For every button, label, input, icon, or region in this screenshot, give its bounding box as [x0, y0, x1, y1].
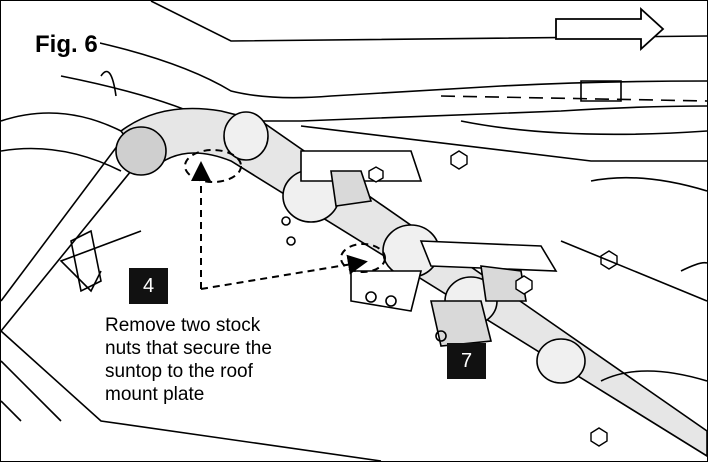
- callout-4: 4: [129, 268, 168, 304]
- fasteners: [368, 150, 618, 447]
- mount-brackets: [281, 150, 558, 347]
- figure-label: Fig. 6: [33, 31, 100, 59]
- diagonal-tube: [115, 107, 707, 457]
- frame-left: [1, 112, 382, 461]
- roof-panel: [60, 1, 707, 162]
- callout-7: 7: [447, 343, 486, 379]
- callout-4-leaders: [184, 149, 386, 290]
- instruction-text: Remove two stock nuts that secure the su…: [105, 315, 272, 405]
- right-arrow-outline-icon: [555, 6, 665, 52]
- side-panel-detail: [70, 70, 707, 382]
